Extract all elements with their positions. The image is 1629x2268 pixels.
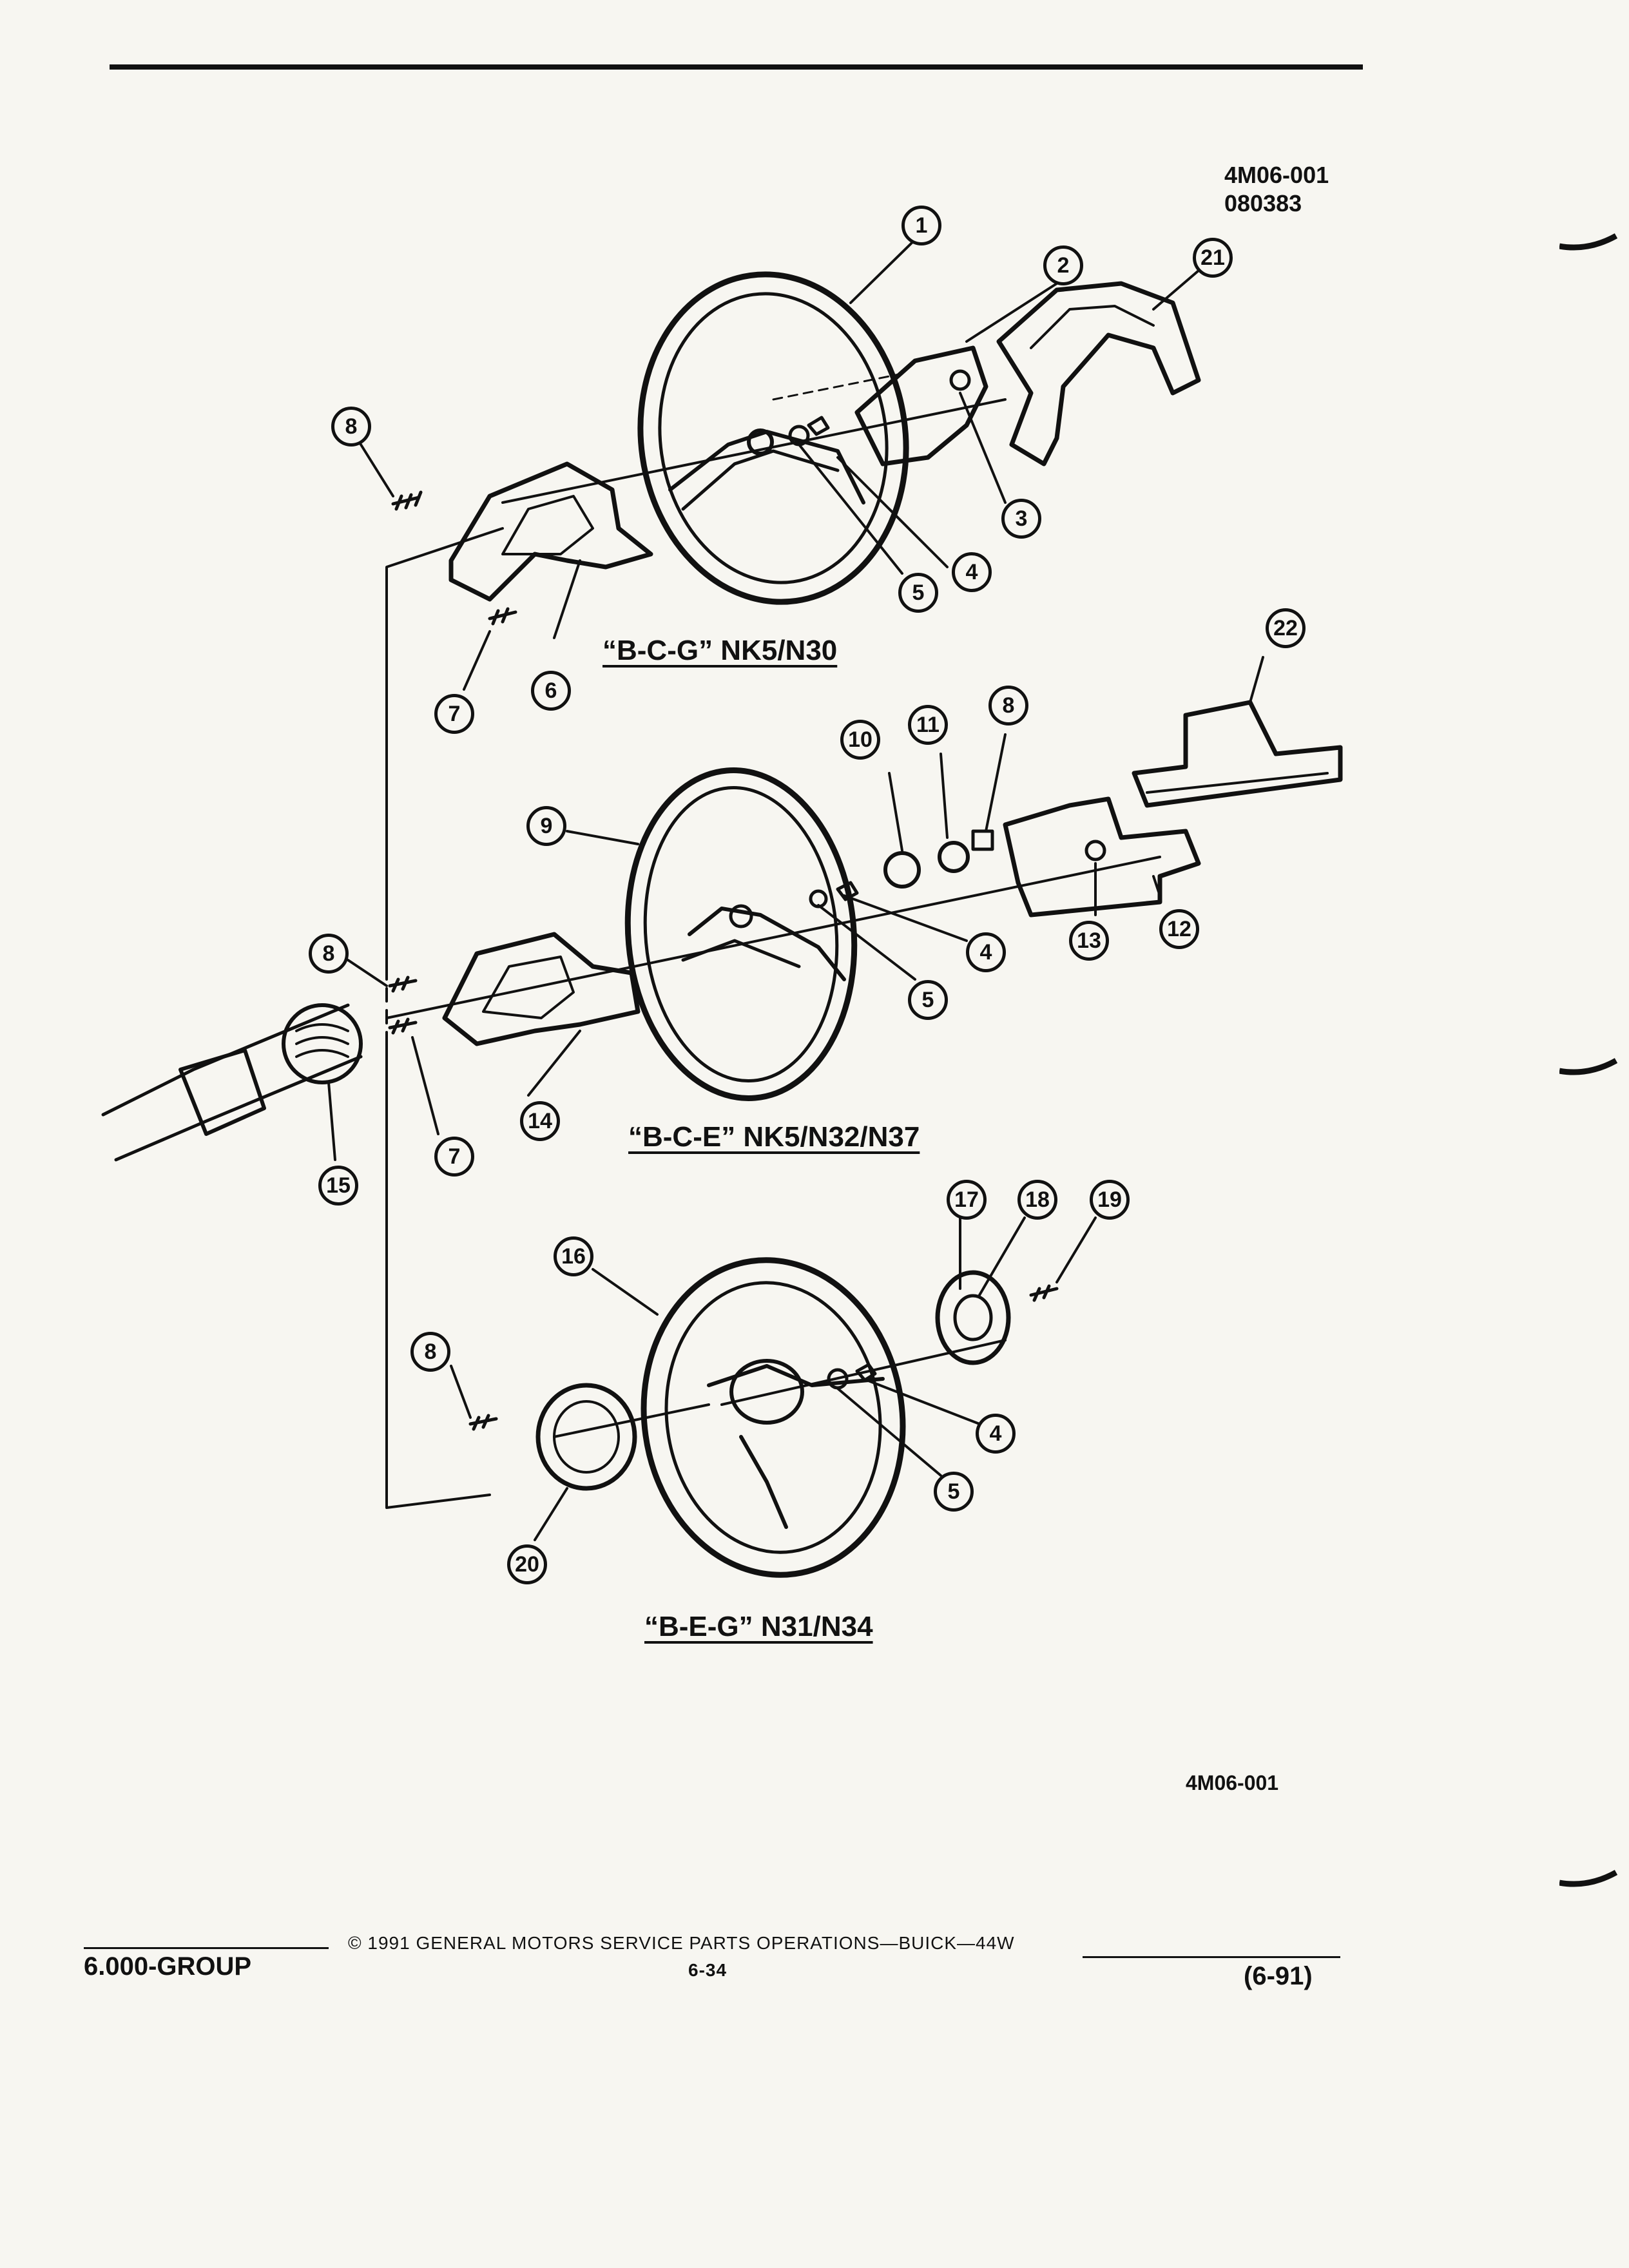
footer-rule-left (84, 1947, 329, 1949)
footer-page: 6-34 (688, 1960, 728, 1980)
callout-22: 22 (1266, 608, 1306, 648)
callout-2: 2 (1043, 245, 1083, 285)
callout-11: 11 (908, 705, 948, 745)
assembly-3-title: “B-E-G” N31/N34 (644, 1611, 873, 1642)
callout-12: 12 (1159, 909, 1199, 949)
wheel-rim-2 (624, 767, 858, 1101)
callout-1: 1 (901, 206, 941, 245)
emblem-22 (1132, 700, 1343, 808)
callout-19: 19 (1090, 1180, 1130, 1220)
horn-pad-12 (1003, 796, 1201, 918)
callout-3: 3 (1001, 499, 1041, 539)
callout-5: 5 (934, 1472, 974, 1512)
figure-code: 4M06-001 (1224, 162, 1329, 188)
callout-18: 18 (1017, 1180, 1057, 1220)
callout-8: 8 (309, 934, 349, 974)
callout-5: 5 (898, 573, 938, 613)
horn-pad-6 (448, 461, 653, 602)
callout-8: 8 (410, 1332, 450, 1372)
binding-mark (1559, 233, 1617, 251)
leader-lines (327, 238, 1264, 1541)
assembly-1-graphic (391, 271, 1201, 626)
callout-16: 16 (554, 1236, 593, 1276)
figure-date: 080383 (1224, 190, 1302, 216)
callout-17: 17 (947, 1180, 987, 1220)
callout-7: 7 (434, 694, 474, 734)
trim-14 (442, 932, 641, 1046)
callout-20: 20 (507, 1544, 547, 1584)
callout-15: 15 (318, 1166, 358, 1206)
callout-13: 13 (1069, 921, 1109, 961)
callout-9: 9 (526, 806, 566, 846)
binding-mark (1559, 1870, 1617, 1887)
callout-6: 6 (531, 671, 571, 711)
callout-10: 10 (840, 720, 880, 760)
footer-group: 6.000-GROUP (84, 1952, 252, 1981)
callout-5: 5 (908, 980, 948, 1020)
figure-reference: 4M06-001 (1186, 1771, 1279, 1794)
cap-20 (535, 1383, 637, 1491)
retainer-17 (935, 1270, 1011, 1365)
callout-4: 4 (976, 1414, 1016, 1454)
assembly-1-title: “B-C-G” NK5/N30 (602, 635, 838, 666)
callout-4: 4 (952, 552, 992, 592)
callout-8: 8 (331, 407, 371, 447)
callout-7: 7 (434, 1137, 474, 1177)
cover-2 (854, 345, 988, 466)
callout-21: 21 (1193, 238, 1233, 278)
column-15 (101, 1003, 363, 1162)
top-rule (110, 64, 1363, 70)
footer-revision: (6-91) (1244, 1962, 1313, 1990)
footer-rule-right (1083, 1956, 1340, 1958)
emblem-21 (996, 281, 1201, 466)
wheel-rim-3 (641, 1257, 906, 1578)
assembly-2-title: “B-C-E” NK5/N32/N37 (628, 1121, 920, 1153)
callout-8: 8 (988, 686, 1028, 726)
assembly-2-graphic (101, 700, 1343, 1162)
assembly-3-graphic (468, 1257, 1059, 1578)
callout-14: 14 (520, 1101, 560, 1141)
binding-mark (1559, 1058, 1617, 1075)
footer-copyright: © 1991 GENERAL MOTORS SERVICE PARTS OPER… (348, 1933, 1015, 1953)
callout-4: 4 (966, 932, 1006, 972)
